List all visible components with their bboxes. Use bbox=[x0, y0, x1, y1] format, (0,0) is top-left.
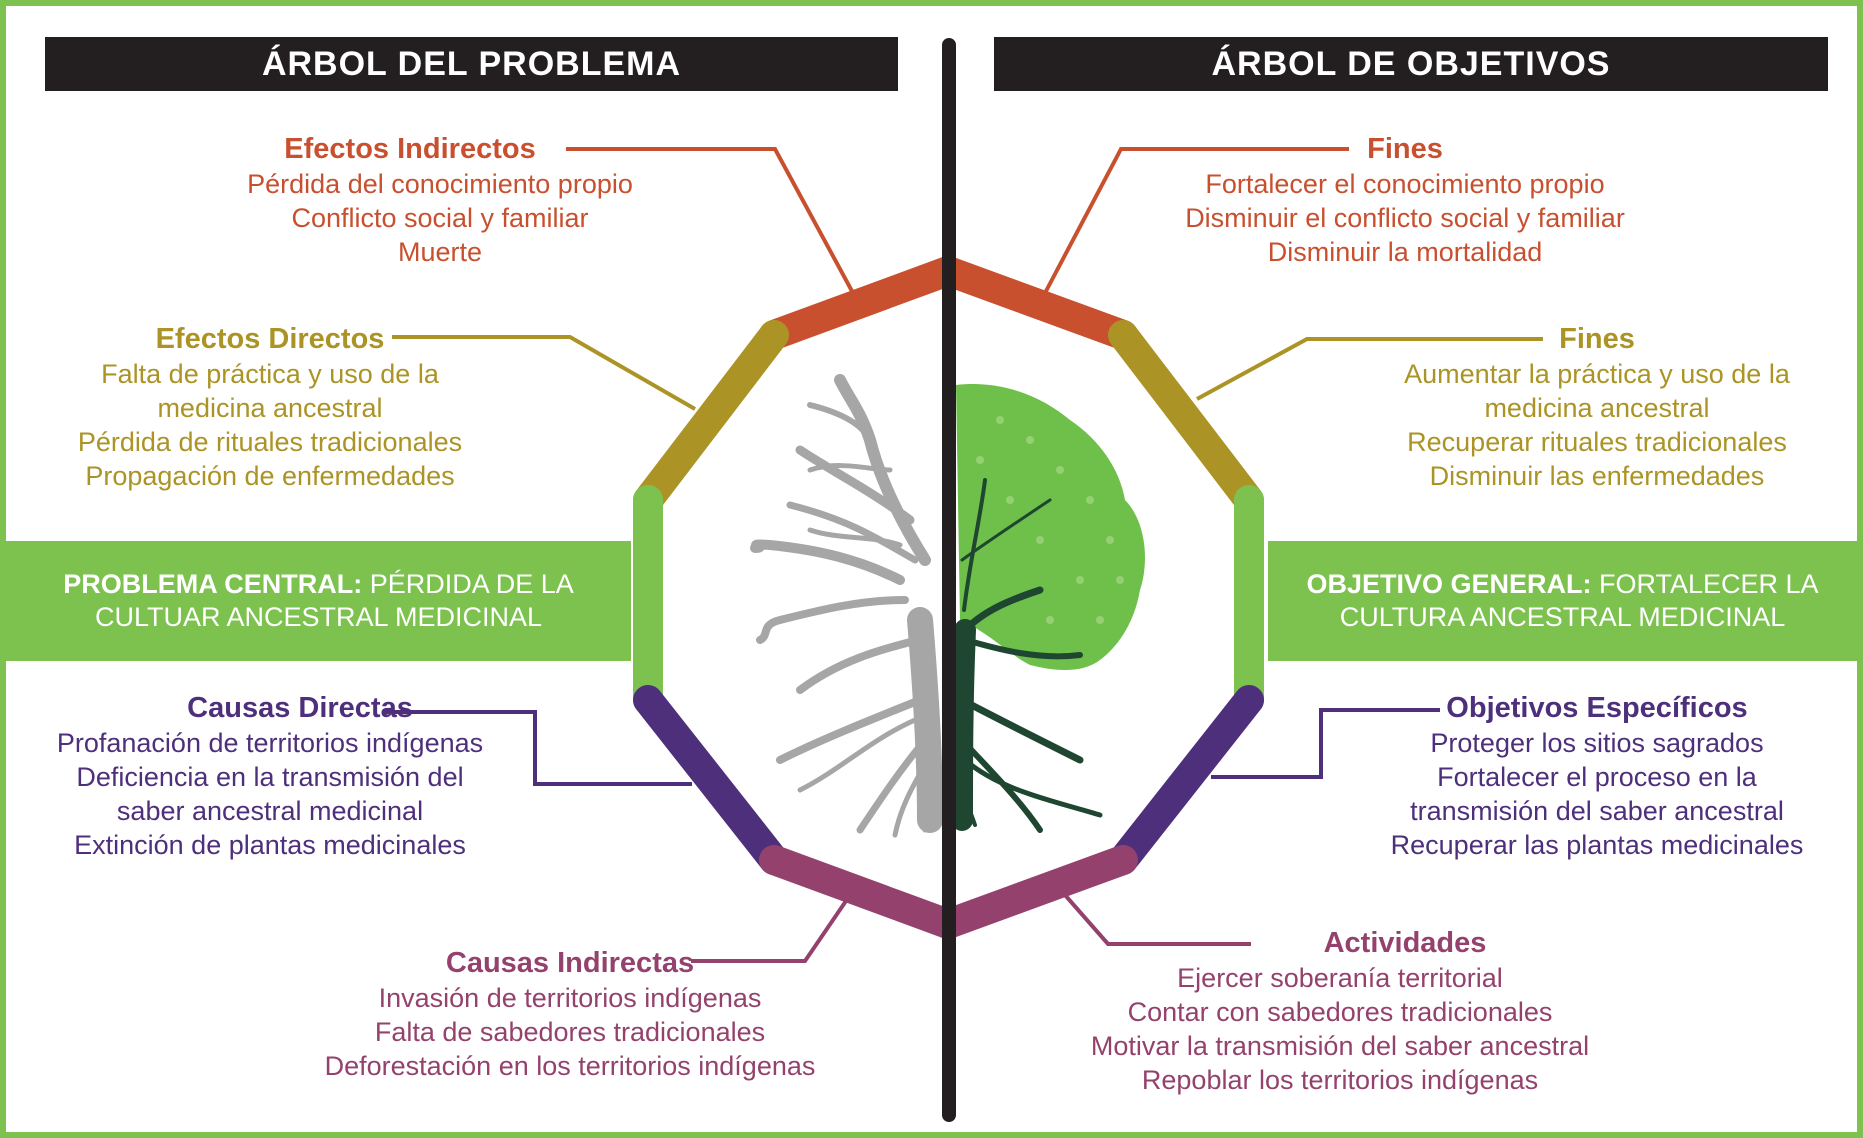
connector-specific-objectives bbox=[1211, 708, 1440, 779]
indirect-effects-item-2: Conflicto social y familiar bbox=[291, 203, 589, 233]
ends-second-item-2: medicina ancestral bbox=[1484, 393, 1710, 423]
connector-activities bbox=[1063, 893, 1251, 946]
activities-item-2: Contar con sabedores tradicionales bbox=[1127, 997, 1553, 1027]
objectives-tree-header: ÁRBOL DE OBJETIVOS bbox=[994, 37, 1828, 91]
octagon-segment-direct-causes-left bbox=[633, 685, 789, 875]
general-objective-text-1: FORTALECER LA bbox=[1591, 569, 1819, 599]
connector-indirect-causes bbox=[691, 896, 850, 963]
indirect-effects-item-3: Muerte bbox=[397, 237, 483, 267]
indirect-effects-item-1: Pérdida del conocimiento propio bbox=[247, 169, 633, 199]
direct-effects-block: Efectos Directos Falta de práctica y uso… bbox=[30, 321, 510, 493]
octagon-segment-indirect-causes-right bbox=[933, 845, 1138, 939]
activities-title: Actividades bbox=[1323, 927, 1487, 959]
octagon-segment-direct-effects-left bbox=[633, 320, 789, 515]
direct-causes-item-2: Deficiencia en la transmisión del bbox=[76, 762, 464, 792]
ends-top-item-3: Disminuir la mortalidad bbox=[1267, 237, 1543, 267]
ends-second-item-1: Aumentar la práctica y uso de la bbox=[1404, 359, 1790, 389]
activities-item-1: Ejercer soberanía territorial bbox=[1177, 963, 1503, 993]
central-problem-text-2: CULTUAR ANCESTRAL MEDICINAL bbox=[94, 602, 543, 632]
octagon-segment-indirect-effects-left bbox=[759, 256, 963, 350]
ends-top-title: Fines bbox=[1367, 133, 1443, 165]
general-objective-label: OBJETIVO GENERAL: bbox=[1306, 569, 1592, 599]
ends-second-block: Fines Aumentar la práctica y uso de la m… bbox=[1367, 321, 1827, 493]
ends-top-item-2: Disminuir el conflicto social y familiar bbox=[1185, 203, 1625, 233]
indirect-effects-block: Efectos Indirectos Pérdida del conocimie… bbox=[200, 131, 680, 269]
leafy-green-tree-icon bbox=[951, 384, 1145, 833]
central-problem-label: PROBLEMA CENTRAL: bbox=[63, 569, 363, 599]
direct-effects-item-1: Falta de práctica y uso de la bbox=[101, 359, 439, 389]
indirect-causes-item-1: Invasión de territorios indígenas bbox=[378, 983, 762, 1013]
direct-effects-title: Efectos Directos bbox=[155, 323, 385, 355]
central-problem-band: PROBLEMA CENTRAL: PÉRDIDA DE LA CULTUAR … bbox=[6, 541, 631, 661]
direct-causes-item-1: Profanación de territorios indígenas bbox=[56, 728, 484, 758]
problem-tree-header: ÁRBOL DEL PROBLEMA bbox=[45, 37, 898, 91]
direct-effects-item-3: Pérdida de rituales tradicionales bbox=[77, 427, 463, 457]
connector-direct-effects bbox=[392, 335, 696, 411]
octagon-segment-indirect-causes-left bbox=[759, 845, 963, 939]
ends-second-title: Fines bbox=[1559, 323, 1635, 355]
ends-top-item-1: Fortalecer el conocimiento propio bbox=[1205, 169, 1605, 199]
direct-causes-block: Causas Directas Profanación de territori… bbox=[30, 690, 510, 862]
specific-objectives-item-1: Proteger los sitios sagrados bbox=[1430, 728, 1764, 758]
specific-objectives-item-3: transmisión del saber ancestral bbox=[1410, 796, 1784, 826]
octagon-segment-indirect-effects-right bbox=[933, 256, 1138, 350]
central-problem-text-1: PÉRDIDA DE LA bbox=[362, 569, 574, 599]
activities-block: Actividades Ejercer soberanía territoria… bbox=[1060, 925, 1620, 1097]
specific-objectives-block: Objetivos Específicos Proteger los sitio… bbox=[1367, 690, 1827, 862]
ends-top-block: Fines Fortalecer el conocimiento propio … bbox=[1145, 131, 1665, 269]
direct-causes-title: Causas Directas bbox=[187, 692, 413, 724]
direct-effects-item-4: Propagación de enfermedades bbox=[85, 461, 455, 491]
bare-grey-tree-icon bbox=[750, 374, 943, 838]
direct-effects-item-2: medicina ancestral bbox=[157, 393, 383, 423]
ends-second-item-3: Recuperar rituales tradicionales bbox=[1407, 427, 1787, 457]
octagon-segment-direct-causes-right bbox=[1108, 685, 1264, 875]
connector-ends-second bbox=[1196, 337, 1543, 401]
octagon-segment-direct-effects-right bbox=[1108, 320, 1264, 515]
direct-causes-item-4: Extinción de plantas medicinales bbox=[74, 830, 466, 860]
indirect-causes-item-3: Deforestación en los territorios indígen… bbox=[324, 1051, 816, 1081]
indirect-causes-block: Causas Indirectas Invasión de territorio… bbox=[290, 945, 850, 1083]
general-objective-band: OBJETIVO GENERAL: FORTALECER LA CULTURA … bbox=[1268, 541, 1857, 661]
general-objective-text-2: CULTURA ANCESTRAL MEDICINAL bbox=[1339, 602, 1786, 632]
ends-second-item-4: Disminuir las enfermedades bbox=[1429, 461, 1765, 491]
activities-item-4: Repoblar los territorios indígenas bbox=[1141, 1065, 1539, 1095]
specific-objectives-item-4: Recuperar las plantas medicinales bbox=[1390, 830, 1804, 860]
specific-objectives-title: Objetivos Específicos bbox=[1446, 692, 1748, 724]
direct-causes-item-3: saber ancestral medicinal bbox=[116, 796, 424, 826]
connector-ends-top bbox=[1043, 147, 1349, 294]
activities-item-3: Motivar la transmisión del saber ancestr… bbox=[1090, 1031, 1590, 1061]
specific-objectives-item-2: Fortalecer el proceso en la bbox=[1437, 762, 1757, 792]
indirect-causes-item-2: Falta de sabedores tradicionales bbox=[374, 1017, 766, 1047]
indirect-causes-title: Causas Indirectas bbox=[445, 947, 695, 979]
connector-indirect-effects bbox=[566, 147, 855, 294]
indirect-effects-title: Efectos Indirectos bbox=[284, 133, 536, 165]
connector-direct-causes bbox=[384, 710, 692, 786]
